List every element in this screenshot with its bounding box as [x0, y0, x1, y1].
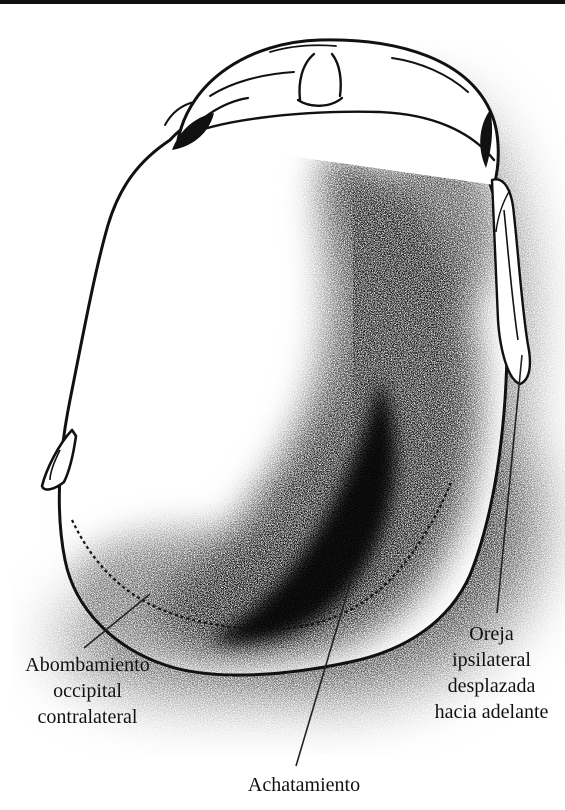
label-line: Oreja: [418, 621, 565, 647]
label-line: contralateral: [0, 704, 175, 730]
label-line: hacia adelante: [418, 699, 565, 725]
label-line: Abombamiento: [0, 652, 175, 678]
label-line: Achatamiento: [214, 772, 394, 798]
label-line: occipital: [0, 678, 175, 704]
label-abombamiento-occipital: Abombamiento occipital contralateral: [0, 652, 175, 730]
label-line: desplazada: [418, 673, 565, 699]
label-achatamiento: Achatamiento: [214, 772, 394, 798]
label-oreja-ipsilateral: Oreja ipsilateral desplazada hacia adela…: [418, 621, 565, 725]
label-line: ipsilateral: [418, 647, 565, 673]
top-rule: [0, 0, 565, 4]
